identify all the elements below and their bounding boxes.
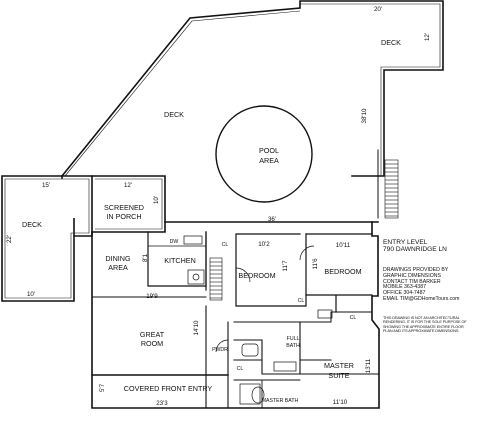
screened-porch-line2: IN PORCH (106, 212, 141, 221)
railings (4, 3, 441, 299)
dim-label: 15' (42, 182, 50, 189)
stair-stringer (384, 159, 399, 219)
credit-line: MOBILE 363-4387 (383, 284, 426, 291)
dim-label: 22' (6, 235, 13, 243)
master-suite-line2: SUITE (328, 371, 349, 380)
closet-label: CL (298, 298, 305, 304)
dim-label: 11'7 (282, 260, 289, 272)
master-bath-label: MASTER BATH (262, 398, 299, 404)
disclaimer-line: SHOWING THE APPROXIMATE ENTIRE FLOOR (383, 324, 464, 329)
dining-label-line2: AREA (108, 263, 128, 272)
dim-label: 10'2 (258, 241, 270, 248)
bedroom2-label: BEDROOM (324, 267, 361, 276)
dishwasher-label: DW (170, 239, 179, 245)
credit-line: OFFICE 304-7487 (383, 290, 426, 297)
dim-label: 14'10 (193, 320, 200, 336)
dining-label-line1: DINING (105, 254, 131, 263)
level-title: ENTRY LEVEL (383, 239, 428, 246)
screened-porch-line1: SCREENED (104, 203, 144, 212)
powder-room-label: PWDR (212, 347, 228, 353)
walls (1, 0, 444, 409)
credits-block: DRAWINGS PROVIDED BY GRAPHIC DIMENSIONS … (383, 267, 460, 303)
pool-label-line2: AREA (259, 156, 279, 165)
dim-label: 19'9 (146, 293, 158, 300)
dim-label: 38'10 (361, 108, 368, 124)
great-room-line2: ROOM (141, 339, 163, 348)
disclaimer-block: THIS DRAWING IS NOT AN ARCHITECTURAL REN… (383, 316, 467, 333)
disclaimer-line: RENDERING. IT IS FOR THE SOLE PURPOSE OF (383, 320, 467, 325)
dim-label: 12' (124, 182, 132, 189)
disclaimer-line: PLAN AND ITS APPROXIMATE DIMENSIONS. (383, 328, 460, 333)
dim-label: 12' (424, 33, 431, 41)
address: 790 DAWNRIDGE LN (383, 246, 447, 254)
full-bath-line1: FULL (287, 336, 300, 342)
dim-label: 36' (268, 216, 276, 223)
deck-main-label: DECK (164, 110, 184, 119)
deck-top-label: DECK (381, 38, 401, 47)
disclaimer-line: THIS DRAWING IS NOT AN ARCHITECTURAL (383, 316, 460, 320)
closet-label: CL (350, 315, 357, 321)
dim-label: 11'6 (312, 258, 319, 270)
dim-label: 10' (153, 196, 160, 204)
dim-label: 8'1 (142, 253, 149, 262)
dim-label: 10' (27, 291, 35, 298)
dim-label: 11'10 (333, 399, 348, 406)
dim-label: 13'11 (365, 358, 372, 373)
covered-entry-label: COVERED FRONT ENTRY (124, 384, 213, 393)
pool-circle (215, 105, 313, 203)
deck-left-label: DECK (22, 220, 42, 229)
kitchen-label: KITCHEN (164, 256, 196, 265)
stairs (209, 159, 399, 301)
master-suite-line1: MASTER (324, 361, 354, 370)
fixtures (183, 235, 333, 405)
credit-line: GRAPHIC DIMENSIONS (383, 272, 441, 279)
credit-line: CONTACT TIM BARKER (383, 278, 441, 285)
pool-label-line1: POOL (259, 146, 279, 155)
closet-label: CL (222, 242, 229, 248)
great-room-line1: GREAT (140, 330, 165, 339)
dim-label: 20' (374, 6, 382, 13)
stair-stringer (209, 257, 223, 301)
bedroom1-label: BEDROOM (238, 271, 275, 280)
closet-label: CL (237, 366, 244, 372)
dim-label: 10'11 (336, 242, 351, 249)
full-bath-line2: BATH (286, 343, 300, 349)
dim-label: 23'3 (156, 400, 168, 407)
credit-line: EMAIL TIM@GDHomeTours.com (383, 296, 460, 303)
entry-level-title-block: ENTRY LEVEL 790 DAWNRIDGE LN (383, 239, 447, 254)
dim-label: 5'7 (99, 383, 106, 392)
credit-line: DRAWINGS PROVIDED BY (383, 267, 449, 273)
